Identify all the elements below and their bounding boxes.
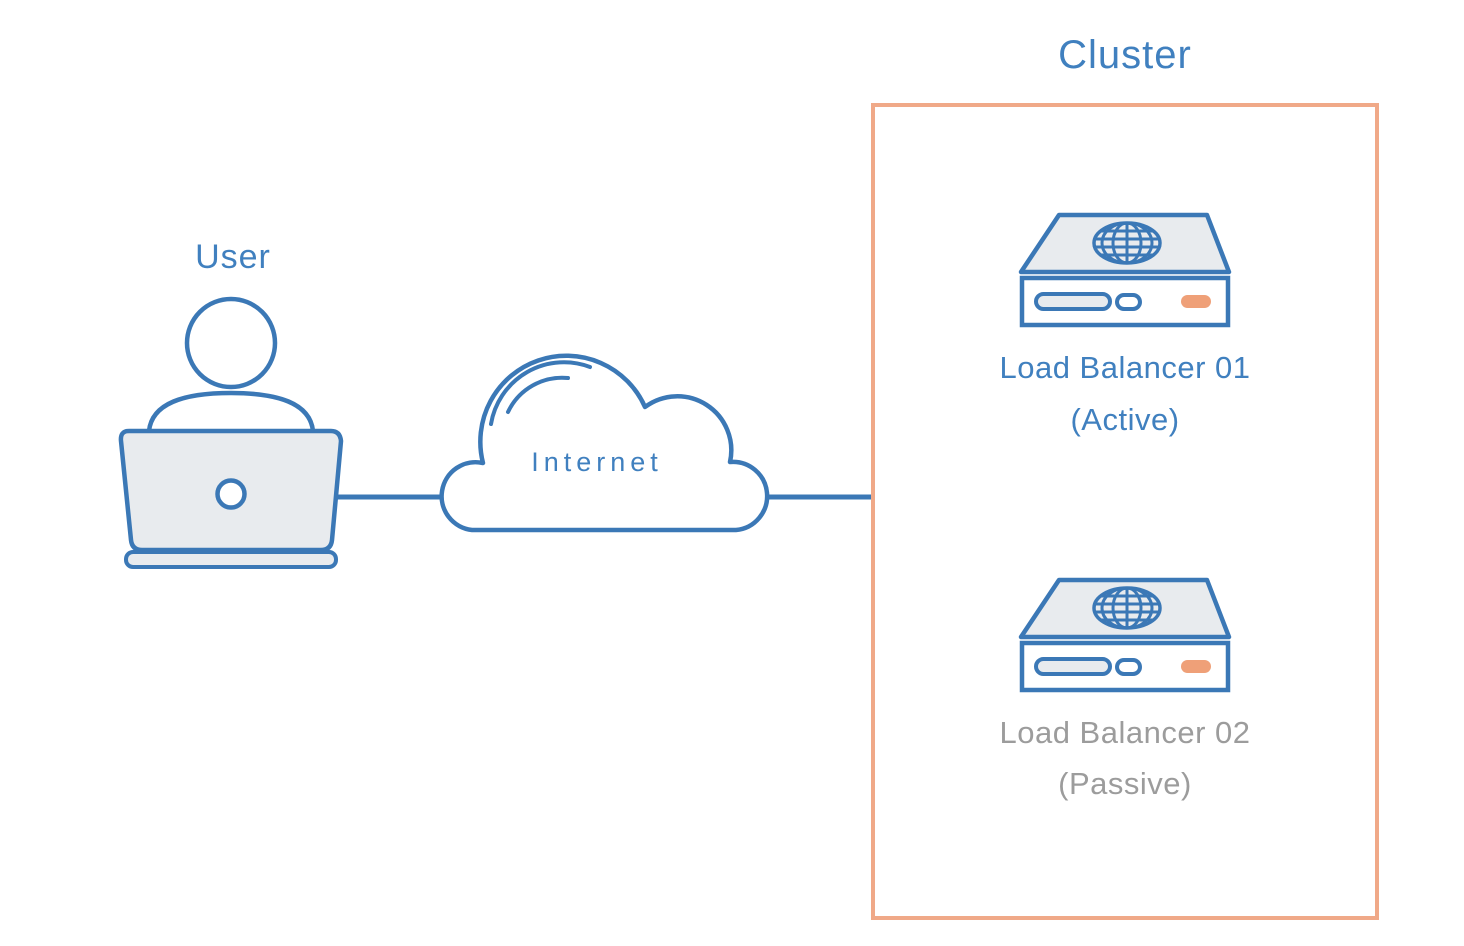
load-balancer-1-state: (Active) xyxy=(1070,402,1180,437)
user-head xyxy=(184,296,278,390)
laptop-base xyxy=(124,550,338,569)
internet-label: Internet xyxy=(531,447,663,477)
load-balancer-2-state: (Passive) xyxy=(1058,766,1192,801)
laptop-icon xyxy=(118,428,344,569)
cloud-shine-outer xyxy=(489,360,592,426)
load-balancer-2-name: Load Balancer 02 xyxy=(999,715,1251,750)
cluster-title: Cluster xyxy=(1058,33,1192,77)
laptop-logo-dot xyxy=(215,478,247,510)
user-shoulders xyxy=(146,390,316,432)
cluster-box xyxy=(871,103,1379,920)
user-figure-icon xyxy=(118,296,344,569)
user-label: User xyxy=(195,238,271,276)
internet-cloud-icon xyxy=(439,353,770,533)
load-balancer-1-name: Load Balancer 01 xyxy=(999,350,1251,385)
cloud-shine-inner xyxy=(506,375,570,414)
